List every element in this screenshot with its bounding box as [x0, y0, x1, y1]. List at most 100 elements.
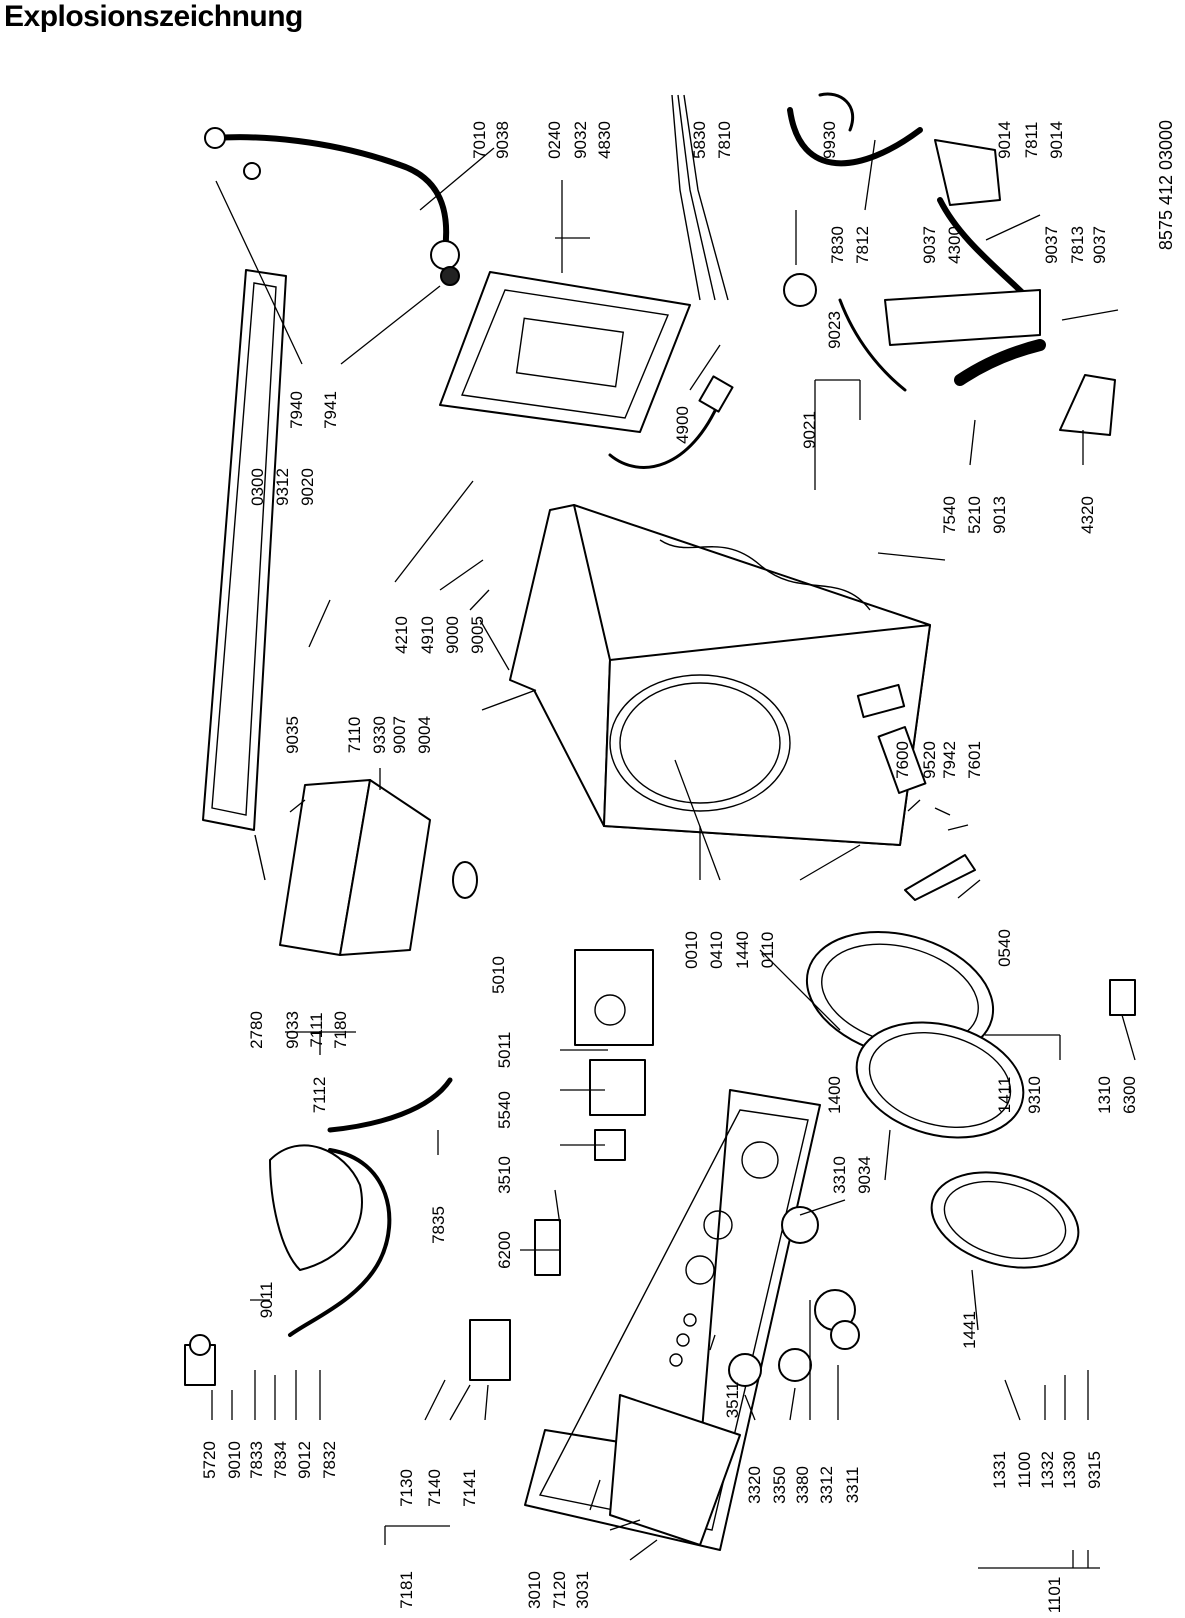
part-number-label: 7181 — [397, 1571, 416, 1609]
part-number-label: 7111 — [307, 1012, 326, 1047]
part-number-label: 9021 — [800, 411, 819, 449]
part-number-label: 9033 — [283, 1011, 302, 1049]
part-number-label: 9330 — [370, 716, 389, 754]
part-number-label: 9020 — [298, 468, 317, 506]
part-number-label: 1101 — [1045, 1577, 1064, 1614]
part-number-label: 1400 — [825, 1076, 844, 1114]
part-number-label: 7811 — [1022, 122, 1041, 159]
part-number-label: 2780 — [247, 1011, 266, 1049]
part-number-label: 1411 — [995, 1077, 1014, 1114]
part-number-label: 7941 — [321, 391, 340, 429]
part-number-label: 9000 — [443, 616, 462, 654]
part-number-label: 7942 — [940, 741, 959, 779]
part-number-label: 9032 — [571, 121, 590, 159]
part-number-label: 9005 — [468, 616, 487, 654]
part-number-label: 7120 — [550, 1571, 569, 1609]
part-number-label: 7832 — [320, 1441, 339, 1479]
part-number-label: 7180 — [331, 1011, 350, 1049]
part-number-label: 9034 — [855, 1156, 874, 1194]
part-number-label: 6300 — [1120, 1076, 1139, 1114]
part-number-label: 9038 — [493, 121, 512, 159]
part-number-label: 4320 — [1078, 496, 1097, 534]
part-number-label: 3010 — [525, 1571, 544, 1609]
part-number-label: 7833 — [247, 1441, 266, 1479]
part-number-label: 9011 — [257, 1282, 276, 1319]
lid-drawing — [202, 269, 287, 831]
part-number-label: 0240 — [545, 121, 564, 159]
part-number-label: 6200 — [495, 1231, 514, 1269]
part-number-label: 3031 — [573, 1571, 592, 1609]
part-number-label: 9037 — [920, 226, 939, 264]
part-number-label: 7130 — [397, 1469, 416, 1507]
part-number-label: 7813 — [1068, 226, 1087, 264]
part-number-label: 3511 — [723, 1382, 742, 1419]
part-number-label: 5010 — [489, 956, 508, 994]
part-number-label: 4900 — [673, 406, 692, 444]
part-number-label: 7540 — [940, 496, 959, 534]
part-number-label: 5540 — [495, 1091, 514, 1129]
part-number-label: 0110 — [758, 932, 777, 969]
part-number-label: 9037 — [1042, 226, 1061, 264]
part-number-label: 1332 — [1038, 1451, 1057, 1489]
part-number-label: 9004 — [415, 716, 434, 754]
part-number-label: 0300 — [248, 468, 267, 506]
part-number-label: 3350 — [770, 1466, 789, 1504]
part-number-label: 1100 — [1015, 1452, 1034, 1489]
part-number-label: 7600 — [893, 741, 912, 779]
part-number-label: 4300 — [945, 226, 964, 264]
part-number-label: 5720 — [200, 1441, 219, 1479]
part-number-label: 5830 — [690, 121, 709, 159]
part-number-label: 7110 — [345, 717, 364, 754]
part-number-label: 3510 — [495, 1156, 514, 1194]
part-number-label: 7010 — [470, 121, 489, 159]
door-ring-drawing — [855, 1021, 1025, 1139]
part-number-label: 9312 — [273, 468, 292, 506]
part-number-label: 3312 — [817, 1466, 836, 1504]
part-number-label: 0010 — [682, 931, 701, 969]
part-number-label: 3320 — [745, 1466, 764, 1504]
part-number-label: 0540 — [995, 929, 1014, 967]
part-number-label: 1440 — [733, 931, 752, 969]
part-number-label: 7810 — [715, 121, 734, 159]
part-number-label: 5011 — [495, 1032, 514, 1069]
inlet-hose-drawing — [212, 134, 450, 253]
part-number-label: 9023 — [825, 311, 844, 349]
part-number-label: 4210 — [392, 616, 411, 654]
part-number-label: 9520 — [920, 741, 939, 779]
control-module-drawing — [574, 949, 654, 1046]
part-number-label: 9010 — [225, 1441, 244, 1479]
part-number-label: 7112 — [310, 1077, 329, 1114]
part-number-label: 9310 — [1025, 1076, 1044, 1114]
part-number-label: 5210 — [965, 496, 984, 534]
part-number-label: 9037 — [1090, 226, 1109, 264]
part-number-label: 7834 — [271, 1441, 290, 1479]
part-number-label: 1331 — [990, 1451, 1009, 1489]
part-number-label: 9012 — [295, 1441, 314, 1479]
part-number-label: 3380 — [793, 1466, 812, 1504]
part-number-label: 9035 — [283, 716, 302, 754]
part-number-label: 0410 — [707, 931, 726, 969]
part-number-label: 9930 — [820, 121, 839, 159]
part-number-label: 7835 — [429, 1206, 448, 1244]
part-number-label: 9315 — [1085, 1451, 1104, 1489]
part-number-label: 9007 — [390, 716, 409, 754]
part-number-label: 4830 — [595, 121, 614, 159]
part-number-label: 7830 — [828, 226, 847, 264]
part-number-label: 4910 — [418, 616, 437, 654]
part-number-label: 9014 — [1047, 121, 1066, 159]
part-number-label: 7601 — [965, 741, 984, 779]
part-number-label: 1441 — [960, 1311, 979, 1349]
part-number-label: 9013 — [990, 496, 1009, 534]
document-number: 8575 412 03000 — [1156, 120, 1176, 250]
part-number-label: 1330 — [1060, 1451, 1079, 1489]
part-number-label: 3311 — [843, 1467, 862, 1504]
top-cover-drawing — [439, 271, 691, 433]
part-drawings — [184, 92, 1136, 1551]
page-title: Explosionszeichnung — [4, 0, 303, 33]
part-number-label: 7812 — [853, 226, 872, 264]
leader-lines — [211, 139, 1136, 1569]
part-number-label: 1310 — [1095, 1076, 1114, 1114]
